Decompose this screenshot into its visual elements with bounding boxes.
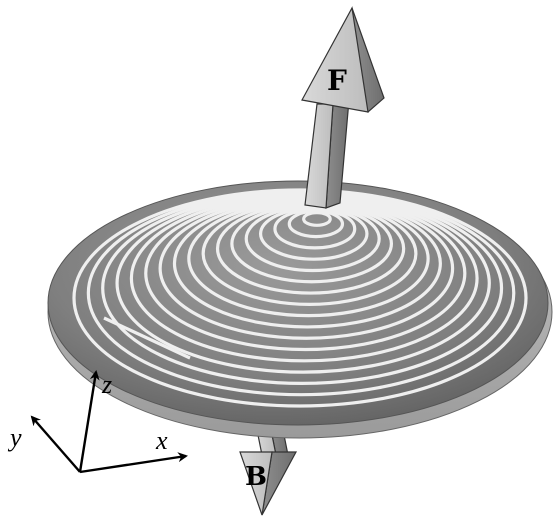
field-label: B: [245, 462, 267, 492]
x-axis: [79, 452, 188, 474]
y-axis: [30, 415, 81, 473]
coordinate-axes: [30, 370, 188, 474]
z-axis-label: z: [101, 370, 112, 399]
x-axis-label: x: [155, 426, 168, 455]
coil-winding: [72, 188, 528, 408]
coil-lead: [103, 316, 191, 360]
spiral-coil-disc: [47, 180, 553, 439]
force-arrow-f: [301, 6, 385, 209]
y-axis-label: y: [7, 423, 22, 452]
field-arrow-b: [239, 424, 298, 516]
force-label: F: [327, 64, 347, 97]
z-axis: [78, 370, 100, 473]
